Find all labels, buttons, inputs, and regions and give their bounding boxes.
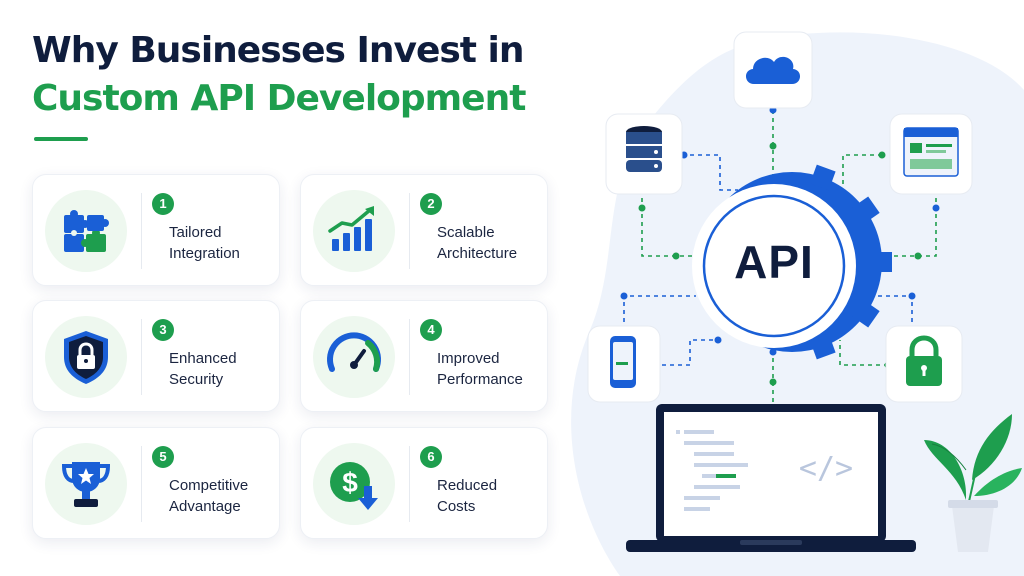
card-number: 1 [152,193,174,215]
card-number: 5 [152,446,174,468]
cloud-node [733,31,813,109]
browser-node [889,113,973,195]
benefit-card-reduced-costs: $ 6 Reduced Costs [300,427,548,539]
card-label-line-1: Improved [437,350,500,367]
puzzle-icon [45,190,127,272]
card-label-line-2: Architecture [437,245,518,262]
card-label-line-1: Reduced [437,477,498,494]
card-label-line-2: Performance [437,371,523,388]
benefit-card-enhanced-security: 3 Enhanced Security [32,300,280,412]
card-divider [141,446,142,522]
card-number: 4 [420,319,442,341]
shield-lock-icon [45,316,127,398]
trophy-icon [45,443,127,525]
title-underline [34,137,88,141]
card-number: 3 [152,319,174,341]
card-label-line-1: Enhanced [169,350,237,367]
card-label-line-2: Advantage [169,498,241,515]
code-glyph: </> [799,451,853,486]
card-divider [409,446,410,522]
card-number: 2 [420,193,442,215]
title-line-2: Custom API Development [32,78,526,119]
card-divider [409,193,410,269]
card-label-line-1: Scalable [437,224,495,241]
speedometer-icon [313,316,395,398]
laptop-node: </> [626,404,916,552]
padlock-node [885,325,963,403]
benefit-card-improved-performance: 4 Improved Performance [300,300,548,412]
benefit-card-scalable-architecture: 2 Scalable Architecture [300,174,548,286]
benefit-card-tailored-integration: 1 Tailored Integration [32,174,280,286]
card-divider [409,319,410,395]
svg-text:$: $ [342,467,358,498]
card-divider [141,193,142,269]
title-line-1: Why Businesses Invest in [32,30,524,71]
card-label-line-2: Costs [437,498,476,515]
database-node [605,113,683,195]
benefit-card-competitive-advantage: 5 Competitive Advantage [32,427,280,539]
card-label-line-1: Tailored [169,224,222,241]
card-divider [141,319,142,395]
card-label-line-1: Competitive [169,477,249,494]
api-diagram: </> API [560,0,1024,576]
plant-decoration [924,414,1022,552]
growth-chart-icon [313,190,395,272]
mobile-node [587,325,661,403]
api-center-label: API [734,236,814,288]
card-label-line-2: Security [169,371,224,388]
card-label-line-2: Integration [169,245,240,262]
dollar-down-icon: $ [313,443,395,525]
card-number: 6 [420,446,442,468]
